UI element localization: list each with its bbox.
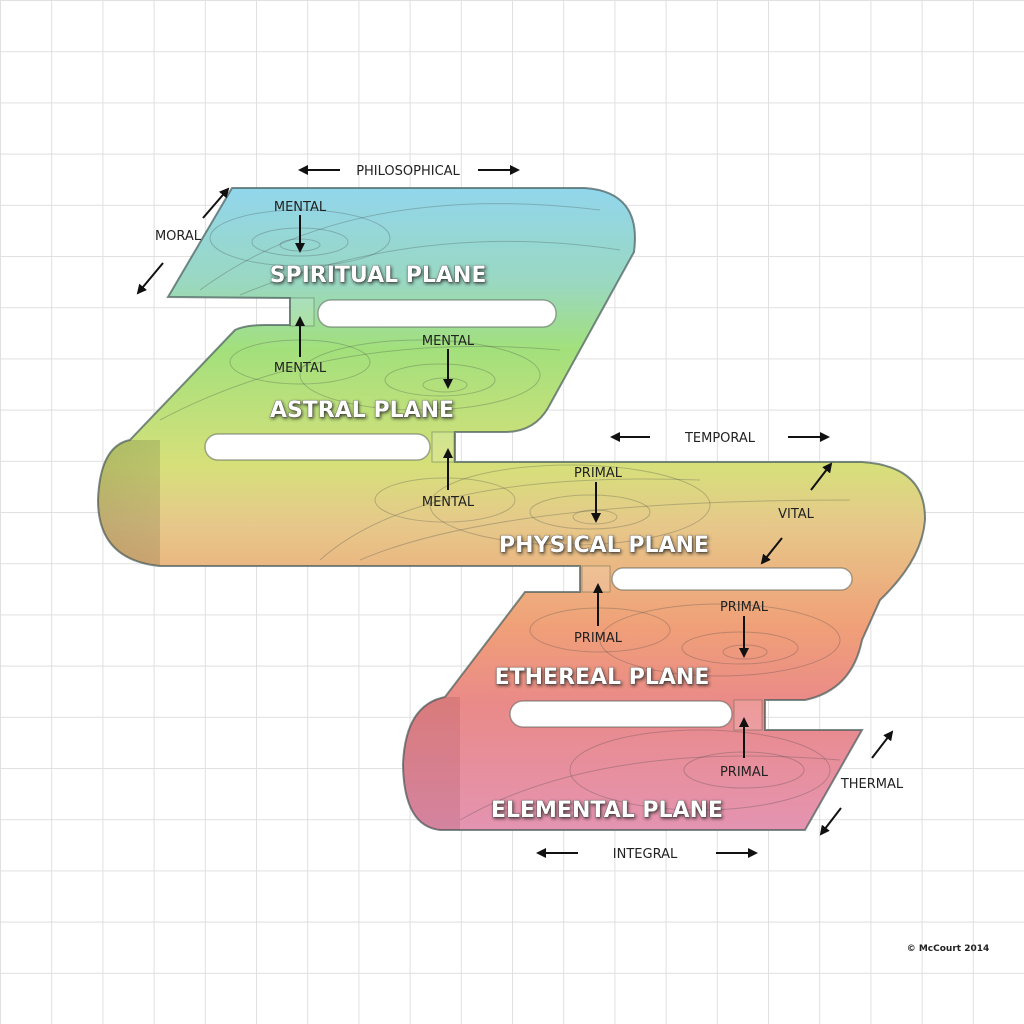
arrow-up-right-icon: [810, 462, 833, 491]
arrow-down-left-icon: [819, 807, 842, 836]
fold-shading: [98, 440, 160, 566]
arrow-down-left-icon: [136, 262, 164, 295]
label-moral: MORAL: [155, 229, 202, 244]
label-thermal: THERMAL: [840, 777, 904, 792]
plane-title-spiritual: SPIRITUAL PLANE: [270, 263, 487, 288]
label-primal: PRIMAL: [720, 765, 769, 780]
arrow-down-left-icon: [760, 537, 783, 565]
label-primal: PRIMAL: [574, 466, 623, 481]
label-philosophical: PHILOSOPHICAL: [356, 164, 460, 179]
plane-title-physical: PHYSICAL PLANE: [499, 533, 709, 558]
fold-shading: [403, 697, 460, 830]
label-mental: MENTAL: [274, 200, 327, 215]
label-integral: INTEGRAL: [613, 847, 678, 862]
label-primal: PRIMAL: [720, 600, 769, 615]
arrow-up-right-icon: [202, 187, 230, 219]
gap-astral-physical: [204, 433, 431, 461]
plane-title-astral: ASTRAL PLANE: [270, 398, 454, 423]
gap-physical-ethereal: [611, 567, 853, 591]
gap-ethereal-elemental: [509, 700, 733, 728]
copyright: © McCourt 2014: [907, 944, 990, 954]
arrow-up-right-icon: [871, 730, 894, 759]
plane-title-elemental: ELEMENTAL PLANE: [491, 798, 723, 823]
label-vital: VITAL: [778, 507, 815, 522]
gap-spiritual-astral: [317, 299, 557, 328]
plane-title-ethereal: ETHEREAL PLANE: [495, 665, 710, 690]
label-primal: PRIMAL: [574, 631, 623, 646]
label-mental: MENTAL: [422, 495, 475, 510]
label-mental: MENTAL: [422, 334, 475, 349]
label-temporal: TEMPORAL: [684, 431, 756, 446]
label-mental: MENTAL: [274, 361, 327, 376]
